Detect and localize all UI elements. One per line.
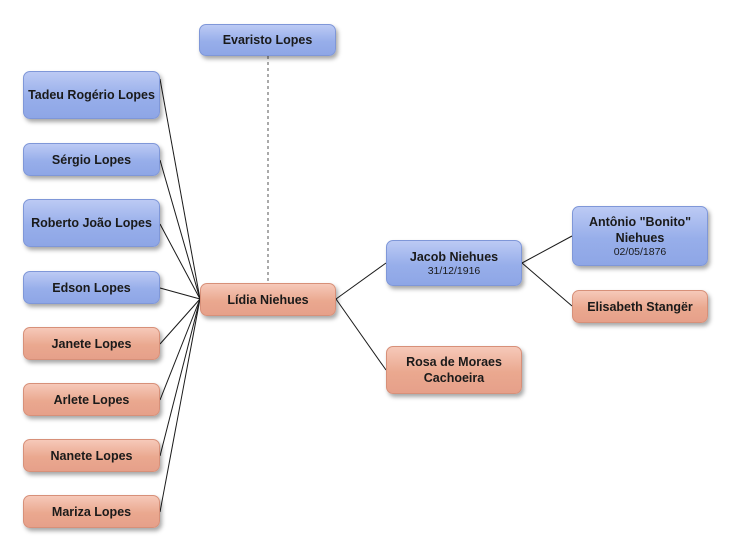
person-name: Rosa de Moraes Cachoeira [406,355,502,385]
person-name: Edson Lopes [52,280,131,295]
person-name: Sérgio Lopes [51,152,132,167]
link-lidia-mariza [159,298,201,513]
person-name: Lídia Niehues [227,292,309,307]
person-date: 02/05/1876 [613,245,667,258]
link-lidia-janete [159,298,201,345]
link-lidia-edson [159,287,201,300]
person-sergio-lopes[interactable]: Sérgio Lopes [23,143,160,176]
link-lidia-sergio [159,159,201,300]
link-lidia-nanete [159,298,201,457]
person-rosa-de-moraes-cachoeira[interactable]: Rosa de Moraes Cachoeira [386,346,522,394]
parent-links [335,235,573,371]
person-name: Jacob Niehues [409,249,499,264]
link-lidia-tadeu [159,78,201,300]
person-janete-lopes[interactable]: Janete Lopes [23,327,160,360]
link-jacob-antonio [521,235,573,264]
person-roberto-joao-lopes[interactable]: Roberto João Lopes [23,199,160,247]
child-links [159,78,201,513]
person-evaristo-lopes[interactable]: Evaristo Lopes [199,24,336,56]
person-mariza-lopes[interactable]: Mariza Lopes [23,495,160,528]
link-lidia-roberto [159,223,201,300]
person-arlete-lopes[interactable]: Arlete Lopes [23,383,160,416]
person-name: Elisabeth Stangër [587,299,693,314]
link-lidia-jacob [335,262,387,300]
person-name: Janete Lopes [51,336,132,351]
person-nanete-lopes[interactable]: Nanete Lopes [23,439,160,472]
person-edson-lopes[interactable]: Edson Lopes [23,271,160,304]
link-lidia-rosa [335,298,387,371]
person-jacob-niehues[interactable]: Jacob Niehues 31/12/1916 [386,240,522,286]
link-jacob-elisabeth [521,262,573,307]
person-name: Roberto João Lopes [31,216,152,230]
person-elisabeth-stanger[interactable]: Elisabeth Stangër [572,290,708,323]
person-name: Tadeu Rogério Lopes [28,88,155,102]
person-tadeu-rogerio-lopes[interactable]: Tadeu Rogério Lopes [23,71,160,119]
link-lidia-arlete [159,298,201,401]
person-date: 31/12/1916 [427,264,481,277]
person-name: Arlete Lopes [53,392,130,407]
person-lidia-niehues[interactable]: Lídia Niehues [200,283,336,316]
person-name: Evaristo Lopes [222,33,313,47]
person-name: Mariza Lopes [51,504,132,519]
person-name: Nanete Lopes [50,448,133,463]
person-antonio-bonito-niehues[interactable]: Antônio "Bonito" Niehues 02/05/1876 [572,206,708,266]
person-name: Antônio "Bonito" Niehues [588,214,692,245]
